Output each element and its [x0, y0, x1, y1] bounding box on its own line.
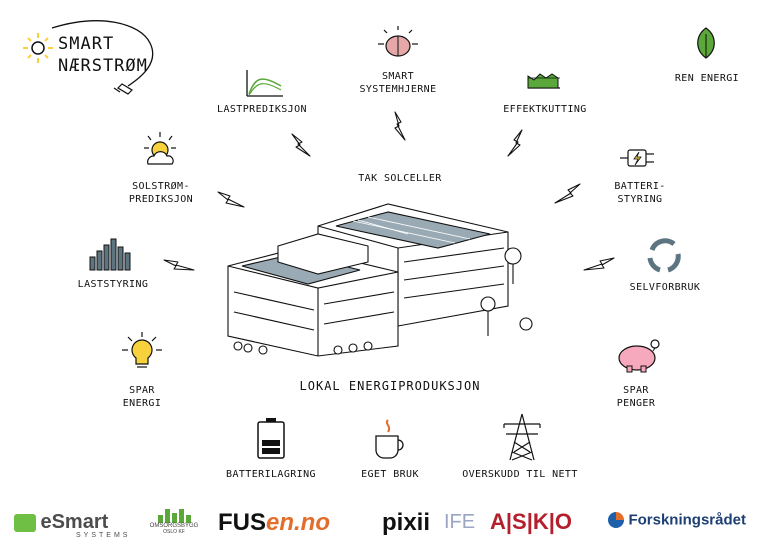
esmart-mark-icon	[14, 513, 36, 532]
peak-shaving-chart-icon	[527, 73, 560, 89]
battery-storage-icon	[257, 418, 285, 459]
piggy-bank-icon	[618, 339, 660, 373]
bolt-top-left	[291, 133, 311, 157]
asko-logo: A|S|K|O	[490, 509, 573, 534]
building-illustration	[227, 203, 533, 357]
brand-line-2: NÆRSTRØM	[58, 56, 148, 76]
node-batteristyring: BATTERI-STYRING	[614, 181, 666, 205]
brain-icon	[378, 26, 418, 57]
node-ren-energi: REN ENERGI	[674, 73, 740, 84]
node-batterilagring: BATTERILAGRING	[226, 469, 316, 480]
node-effektkutting: EFFEKTKUTTING	[503, 104, 587, 115]
leaf-icon	[697, 27, 715, 59]
node-laststyring: LASTSTYRING	[77, 279, 149, 290]
bolt-right-upper	[554, 183, 581, 204]
node-overskudd: OVERSKUDD TIL NETT	[462, 469, 578, 480]
fusen-logo: FUSen.no	[218, 509, 330, 536]
bolt-left-upper	[217, 191, 245, 208]
omsorgsbygg-logo: OMSORGSBYGG OSLO KF	[146, 509, 202, 535]
node-eget-bruk: EGET BRUK	[361, 469, 419, 480]
node-lastprediksjon: LASTPREDIKSJON	[217, 104, 307, 115]
brand-line-1: SMART	[58, 34, 115, 54]
node-selvforbruk: SELVFORBRUK	[629, 282, 701, 293]
sun-cloud-icon	[144, 132, 176, 165]
bolt-top-right	[507, 129, 523, 157]
load-forecast-chart-icon	[246, 70, 283, 97]
local-energy-production-label: LOKAL ENERGIPRODUKSJON	[299, 379, 481, 393]
bolt-right-middle	[583, 257, 615, 271]
power-pylon-icon	[503, 413, 541, 461]
smart-naerstrom-logo	[23, 20, 154, 95]
ife-logo: IFE	[444, 511, 476, 533]
battery-plug-icon	[620, 149, 654, 167]
node-solstrom: SOLSTRØM-PREDIKSJON	[128, 181, 194, 205]
load-control-bars-icon	[89, 238, 131, 271]
recycle-icon	[647, 238, 681, 273]
pixii-logo: pixii	[382, 509, 431, 536]
roof-solar-label: TAK SOLCELLER	[358, 173, 442, 184]
lightning-bolts	[163, 111, 615, 271]
esmart-logo: eSmart SYSTEMS	[14, 511, 130, 539]
forskningsradet-logo: Forskningsrådet	[608, 511, 746, 529]
hot-mug-icon	[375, 419, 404, 459]
lightbulb-icon	[122, 332, 162, 368]
bolt-left-middle	[163, 259, 195, 271]
bolt-top-center	[394, 111, 406, 141]
partner-logos: eSmart SYSTEMS OMSORGSBYGG OSLO KF FUSen…	[0, 505, 768, 547]
forskningsradet-mark-icon	[608, 511, 624, 528]
omsorgsbygg-bars-icon	[146, 509, 202, 523]
